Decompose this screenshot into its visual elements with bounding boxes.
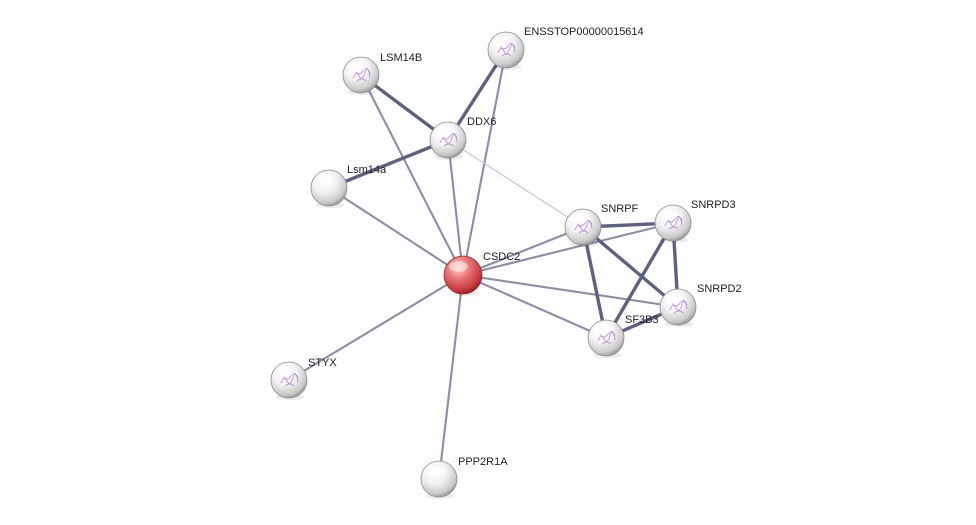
node-circle[interactable] (342, 56, 380, 94)
node-highlight (592, 324, 611, 335)
node-circle[interactable] (420, 460, 458, 498)
node-label: SF3B3 (625, 314, 659, 326)
node-circle[interactable] (270, 361, 308, 399)
protein-structure-icon (497, 43, 516, 57)
node-circle[interactable] (587, 319, 625, 357)
node-label: ENSSTOP00000015614 (524, 26, 644, 38)
node-circle[interactable] (443, 255, 483, 295)
node-label: SNRPD3 (691, 199, 736, 211)
edge-csdc2-ddx6[interactable] (446, 138, 465, 277)
node-circle[interactable] (654, 204, 692, 242)
node-circle[interactable] (564, 208, 602, 246)
edge-snrpf-snrpd2[interactable] (581, 225, 680, 309)
node-highlight (425, 465, 444, 476)
edges-layer (287, 48, 680, 481)
node-label: Lsm14a (347, 164, 387, 176)
edge-csdc2-lsm14a[interactable] (327, 186, 465, 277)
node-ensstop00000015614[interactable]: ENSSTOP00000015614 (487, 26, 644, 70)
node-label: SNRPF (601, 203, 639, 215)
edge-csdc2-lsm14b[interactable] (359, 73, 465, 277)
node-highlight (347, 61, 366, 72)
nodes-layer: CSDC2 DDX6 LSM14B ENSSTOP00000015614Lsm14aS… (270, 26, 742, 499)
edge-csdc2-sf3b3[interactable] (461, 273, 608, 340)
protein-structure-icon (574, 220, 593, 234)
node-ddx6[interactable]: DDX6 (429, 116, 496, 160)
node-lsm14a[interactable]: Lsm14a (310, 164, 387, 208)
protein-structure-icon (664, 216, 683, 230)
protein-structure-icon (439, 133, 458, 147)
node-snrpd3[interactable]: SNRPD3 (654, 199, 736, 243)
node-circle[interactable] (310, 169, 348, 207)
edge-ddx6-lsm14a[interactable] (327, 138, 450, 190)
node-highlight (659, 209, 678, 220)
node-csdc2[interactable]: CSDC2 (443, 251, 520, 296)
edge-csdc2-styx[interactable] (287, 273, 465, 382)
node-highlight (569, 213, 588, 224)
protein-structure-icon (669, 300, 688, 314)
node-label: DDX6 (467, 116, 496, 128)
node-label: LSM14B (380, 52, 422, 64)
node-label: STYX (308, 357, 337, 369)
node-circle[interactable] (659, 288, 697, 326)
node-circle[interactable] (487, 31, 525, 69)
node-ppp2r1a[interactable]: PPP2R1A (420, 456, 508, 499)
node-styx[interactable]: STYX (270, 357, 337, 400)
edge-csdc2-ensstop00000015614[interactable] (461, 48, 508, 277)
edge-csdc2-snrpd2[interactable] (461, 273, 680, 309)
edge-csdc2-ppp2r1a[interactable] (437, 273, 465, 481)
edge-snrpd3-sf3b3[interactable] (604, 221, 675, 340)
edge-snrpf-sf3b3[interactable] (581, 225, 608, 340)
node-highlight (434, 126, 453, 137)
node-label: CSDC2 (483, 251, 520, 263)
protein-structure-icon (352, 68, 371, 82)
node-sf3b3[interactable]: SF3B3 (587, 314, 659, 358)
edge-csdc2-snrpf[interactable] (461, 225, 585, 277)
node-snrpf[interactable]: SNRPF (564, 203, 639, 247)
node-lsm14b[interactable]: LSM14B (342, 52, 422, 95)
node-label: PPP2R1A (458, 456, 508, 468)
node-snrpd2[interactable]: SNRPD2 (659, 283, 742, 327)
node-highlight (492, 36, 511, 47)
node-highlight (315, 174, 334, 185)
node-circle[interactable] (429, 121, 467, 159)
protein-structure-icon (280, 373, 299, 387)
node-highlight (275, 366, 294, 377)
node-highlight (664, 293, 683, 304)
edge-ddx6-snrpf[interactable] (447, 139, 584, 228)
protein-structure-icon (597, 331, 616, 345)
edge-csdc2-snrpd3[interactable] (461, 221, 675, 277)
node-highlight (448, 261, 468, 272)
node-label: SNRPD2 (697, 283, 742, 295)
